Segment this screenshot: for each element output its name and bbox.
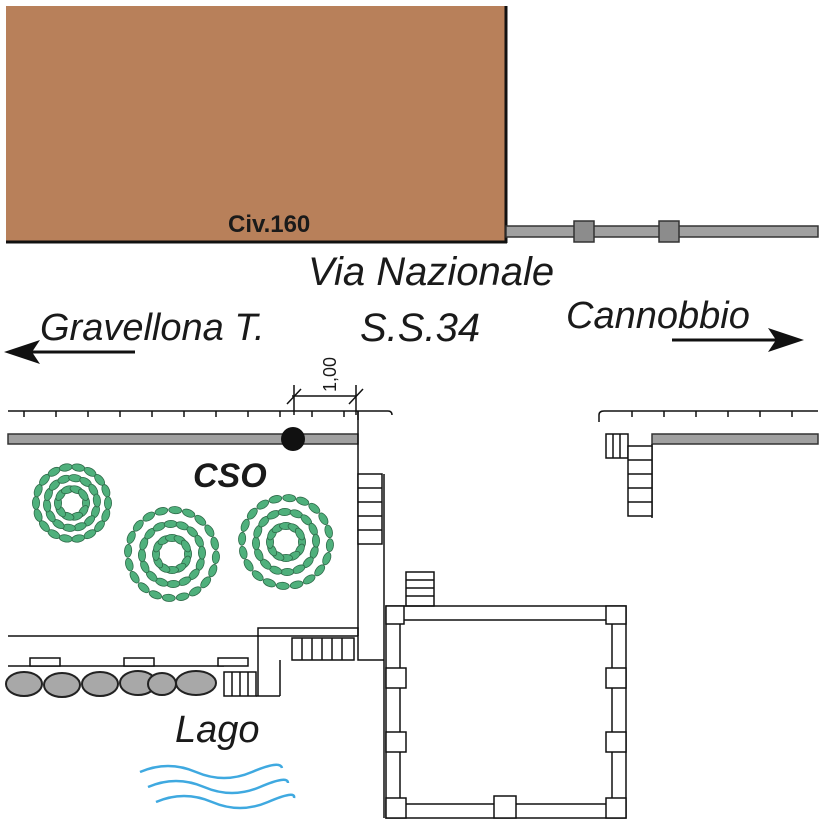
- dimension-value: 1,00: [320, 357, 340, 392]
- lake-label: Lago: [175, 709, 260, 751]
- sidewalk-right: [598, 410, 818, 416]
- rock: [175, 670, 217, 696]
- basin-structure: [385, 605, 627, 819]
- direction-left-label: Gravellona T.: [40, 307, 265, 349]
- cso-point: [281, 427, 305, 451]
- stairs-basin: [405, 571, 435, 607]
- building-label: Civ.160: [228, 211, 310, 238]
- pipe-right: [651, 433, 819, 445]
- shore-wall: [8, 657, 249, 667]
- road-code: S.S.34: [360, 306, 480, 350]
- arrow-left-icon: [4, 340, 135, 364]
- stairs-garden-right: [357, 473, 383, 545]
- water-waves-icon: [139, 763, 296, 810]
- building-civ160: [6, 6, 506, 242]
- rock: [147, 672, 177, 696]
- trees-group: [31, 463, 334, 602]
- tree-icon: [238, 494, 334, 590]
- sidewalk-left: [8, 410, 393, 416]
- arrow-right-icon: [672, 328, 804, 352]
- rock: [5, 671, 43, 697]
- stairs-right-top: [605, 433, 653, 517]
- sidewalk-ticks: [23, 411, 793, 417]
- dimension-line: [286, 385, 364, 415]
- tree-icon: [124, 506, 220, 602]
- cso-label: CSO: [193, 457, 267, 495]
- pipe-left: [7, 433, 359, 445]
- tree-icon: [31, 463, 113, 543]
- upper-pipe: [505, 220, 819, 243]
- rock: [43, 672, 81, 698]
- rock: [81, 671, 119, 697]
- road-name: Via Nazionale: [308, 250, 554, 294]
- rocks-group: [5, 670, 217, 698]
- direction-right-label: Cannobbio: [566, 295, 750, 337]
- lower-stairs: [223, 627, 384, 697]
